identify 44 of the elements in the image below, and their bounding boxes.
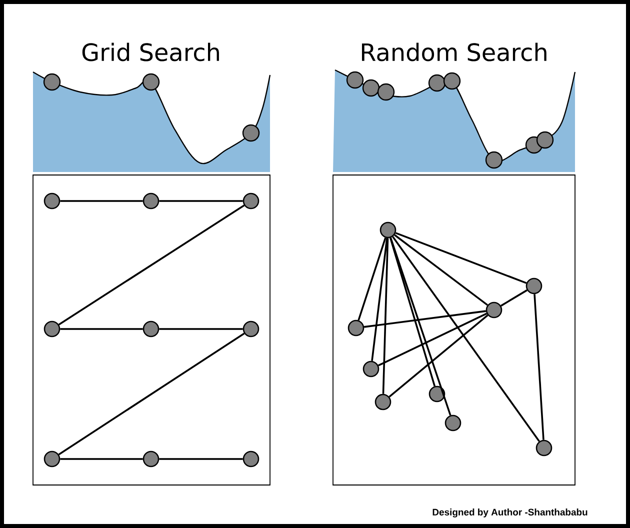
point-circle — [142, 192, 160, 210]
panel-box — [332, 174, 576, 486]
connector-line — [371, 238, 388, 361]
point-circle — [44, 192, 60, 210]
connector-line — [382, 238, 389, 394]
panel-title: Random Search — [362, 42, 546, 62]
credit-text: Designed by Author -Shanthababu — [432, 508, 588, 518]
point-circle — [428, 386, 446, 402]
panel-title: Grid Search — [82, 42, 219, 62]
point-circle — [44, 320, 60, 338]
connector-line — [58, 204, 245, 326]
point-circle — [242, 192, 260, 210]
connector-line — [390, 237, 452, 416]
connector-line — [378, 312, 488, 366]
point-circle — [242, 320, 260, 338]
connector-line — [394, 234, 488, 306]
connector-line — [364, 310, 486, 328]
connector-line — [60, 458, 143, 460]
point-circle — [142, 320, 160, 338]
connector-line — [358, 237, 386, 321]
connector-line — [388, 314, 488, 398]
connector-line — [159, 458, 243, 460]
point-circle — [380, 222, 396, 238]
point-circle — [444, 414, 462, 432]
connector-line — [389, 238, 436, 386]
point-circle — [526, 278, 542, 294]
connector-line — [60, 328, 143, 330]
point-circle — [242, 450, 260, 468]
point-circle — [142, 450, 160, 468]
connector-line — [58, 332, 245, 456]
point-circle — [44, 450, 60, 468]
connector-line — [392, 236, 540, 442]
connector-line — [60, 200, 143, 202]
panel-box — [32, 174, 270, 486]
point-circle — [348, 320, 364, 336]
point-circle — [362, 360, 380, 378]
connector-line — [159, 328, 243, 330]
point-circle — [486, 302, 502, 318]
connector-line — [395, 232, 527, 284]
connector-line — [500, 289, 528, 307]
connector-line — [159, 200, 243, 202]
point-circle — [374, 394, 392, 410]
connector-line — [534, 294, 544, 440]
point-circle — [536, 440, 552, 456]
